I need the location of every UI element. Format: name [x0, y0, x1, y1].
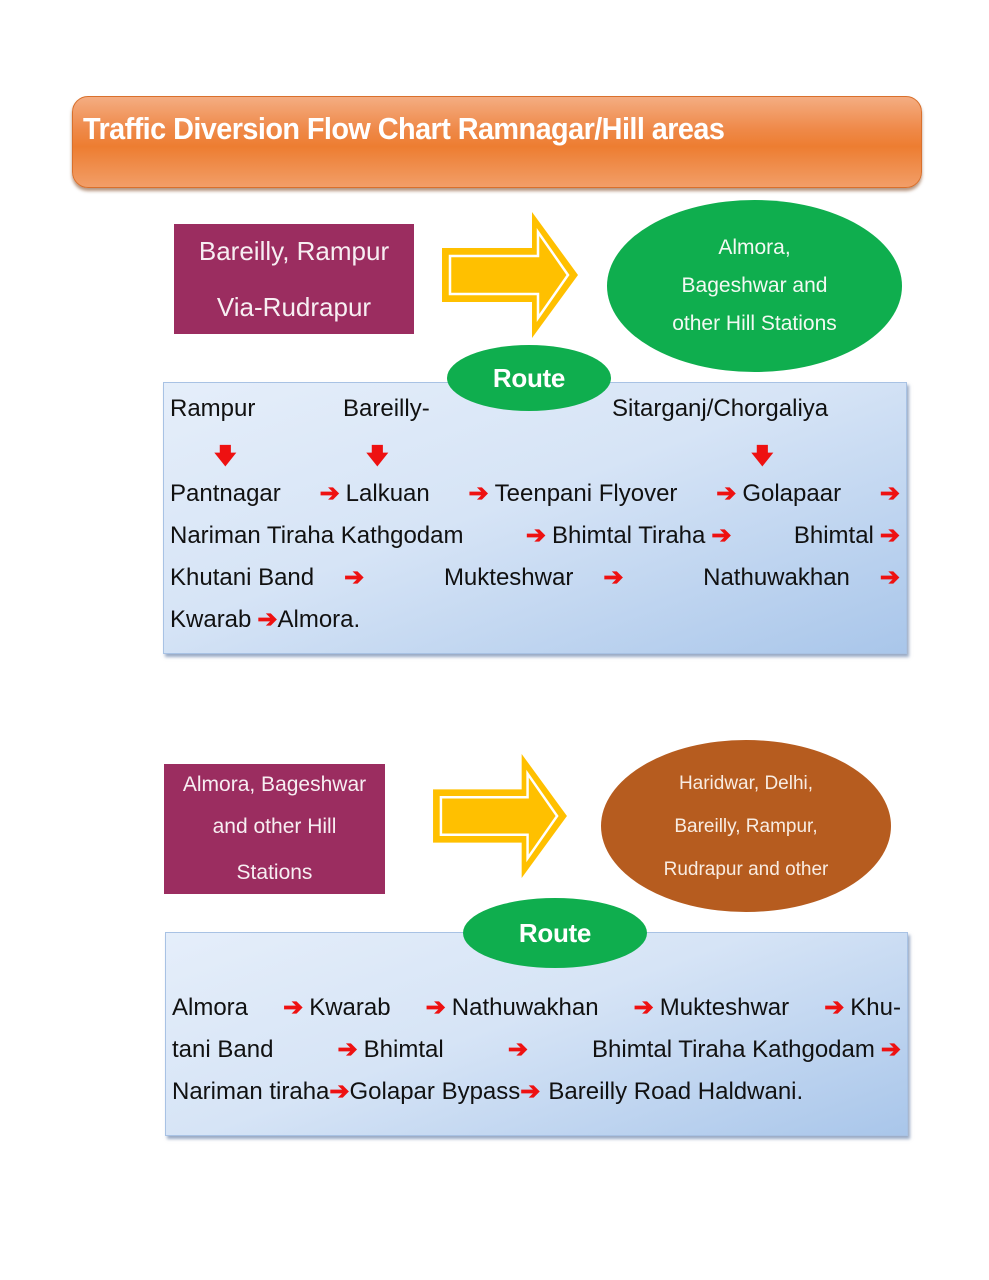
right-arrow-icon: ➔ [711, 522, 732, 549]
origin-label: Bareilly- [343, 395, 430, 422]
title-banner: Traffic Diversion Flow Chart Ramnagar/Hi… [72, 96, 922, 188]
down-arrow-icon: 🡇 [366, 443, 389, 468]
right-arrow-icon: ➔ [879, 522, 900, 549]
source-line: Stations [236, 861, 313, 884]
destination-line: Haridwar, Delhi, [678, 772, 814, 794]
right-arrow-icon: ➔ [716, 480, 737, 507]
route-stop: Mukteshwar [443, 563, 574, 591]
right-arrow-icon: ➔ [879, 564, 900, 591]
destination-line: Bageshwar and [681, 274, 828, 297]
route-stop: Pantnagar [170, 479, 281, 507]
route-stop: Khu- [850, 993, 901, 1021]
origin-label: Sitarganj/Chorgaliya [612, 395, 829, 422]
right-arrow-icon: ➔ [525, 522, 546, 549]
route-stop: Khutani Band [170, 563, 315, 591]
route-line: Nariman tiraha ➔ Golapar Bypass ➔ Bareil… [172, 1077, 901, 1106]
route-line: Nariman Tiraha Kathgodam ➔Bhimtal Tiraha… [170, 521, 900, 550]
route-stop: Kwarab [309, 993, 391, 1021]
right-arrow-icon: ➔ [257, 606, 278, 633]
right-arrow-icon: ➔ [633, 994, 654, 1021]
destination-line: Bareilly, Rampur, [674, 815, 818, 837]
source-box-2: Almora, Bageshwar and other Hill Station… [164, 764, 385, 894]
right-arrow-icon: ➔ [283, 994, 304, 1021]
flow-arrow-icon [442, 212, 578, 338]
route-stop: Bareilly Road Haldwani. [548, 1077, 804, 1105]
route-stop: Nathuwakhan [451, 993, 599, 1021]
down-arrow-icon: 🡇 [214, 443, 237, 468]
flow-arrow-icon [433, 753, 567, 879]
right-arrow-icon: ➔ [337, 1036, 358, 1063]
route-stop: Golapaar [742, 479, 842, 507]
route-stop: Nariman Tiraha Kathgodam [170, 521, 464, 549]
destination-ellipse-1: Almora, Bageshwar and other Hill Station… [607, 200, 902, 372]
source-line: and other Hill [212, 815, 337, 838]
route-stop: Bhimtal Tiraha Kathgodam [592, 1035, 875, 1063]
route-stop: Almora. [277, 605, 361, 633]
route-stop: Bhimtal Tiraha [551, 521, 706, 549]
right-arrow-icon: ➔ [824, 994, 845, 1021]
destination-line: Almora, [718, 236, 791, 259]
right-arrow-icon: ➔ [879, 480, 900, 507]
source-line: Almora, Bageshwar [182, 773, 367, 796]
right-arrow-icon: ➔ [329, 1078, 350, 1105]
right-arrow-icon: ➔ [425, 994, 446, 1021]
right-arrow-icon: ➔ [603, 564, 624, 591]
route-line: tani Band ➔Bhimtal ➔ Bhimtal Tiraha Kath… [172, 1035, 901, 1064]
right-arrow-icon: ➔ [319, 480, 340, 507]
right-arrow-icon: ➔ [344, 564, 365, 591]
route-stop: Nathuwakhan [703, 563, 850, 591]
source-line: Via-Rudrapur [216, 292, 372, 322]
route-stop: Bhimtal [363, 1035, 444, 1063]
right-arrow-icon: ➔ [507, 1036, 528, 1063]
destination-line: other Hill Stations [672, 312, 837, 335]
source-line: Bareilly, Rampur [198, 236, 390, 266]
route-line: Khutani Band ➔ Mukteshwar ➔ Nathuwakhan ➔ [170, 563, 900, 592]
route-line: Pantnagar ➔Lalkuan ➔Teenpani Flyover ➔Go… [170, 479, 900, 508]
right-arrow-icon: ➔ [880, 1036, 901, 1063]
route-stop: Nariman tiraha [172, 1077, 330, 1105]
origin-label: Rampur [170, 395, 256, 422]
source-box-1: Bareilly, Rampur Via-Rudrapur [174, 224, 414, 334]
route-stop: Golapar Bypass [349, 1077, 521, 1105]
route-stop: Bhimtal [793, 521, 874, 549]
route-stop: Lalkuan [345, 479, 430, 507]
route-stop: Almora [172, 993, 249, 1021]
route-badge-2: Route [463, 898, 647, 968]
route-stop: Kwarab [170, 605, 252, 633]
route-line: Almora ➔Kwarab ➔Nathuwakhan ➔Mukteshwar … [172, 993, 901, 1022]
route-line: Kwarab ➔ Almora. [170, 605, 900, 634]
route-stop: tani Band [172, 1035, 274, 1063]
route-stop: Teenpani Flyover [494, 479, 678, 507]
down-arrow-icon: 🡇 [751, 443, 774, 468]
page-title: Traffic Diversion Flow Chart Ramnagar/Hi… [83, 111, 725, 146]
route-panel-1: Rampur Bareilly- Sitarganj/Chorgaliya 🡇 … [163, 382, 907, 654]
route-badge-1: Route [447, 345, 611, 411]
destination-ellipse-2: Haridwar, Delhi, Bareilly, Rampur, Rudra… [601, 740, 891, 912]
right-arrow-icon: ➔ [520, 1078, 541, 1105]
route-stop: Mukteshwar [659, 993, 790, 1021]
destination-line: Rudrapur and other [663, 858, 829, 880]
right-arrow-icon: ➔ [468, 480, 489, 507]
